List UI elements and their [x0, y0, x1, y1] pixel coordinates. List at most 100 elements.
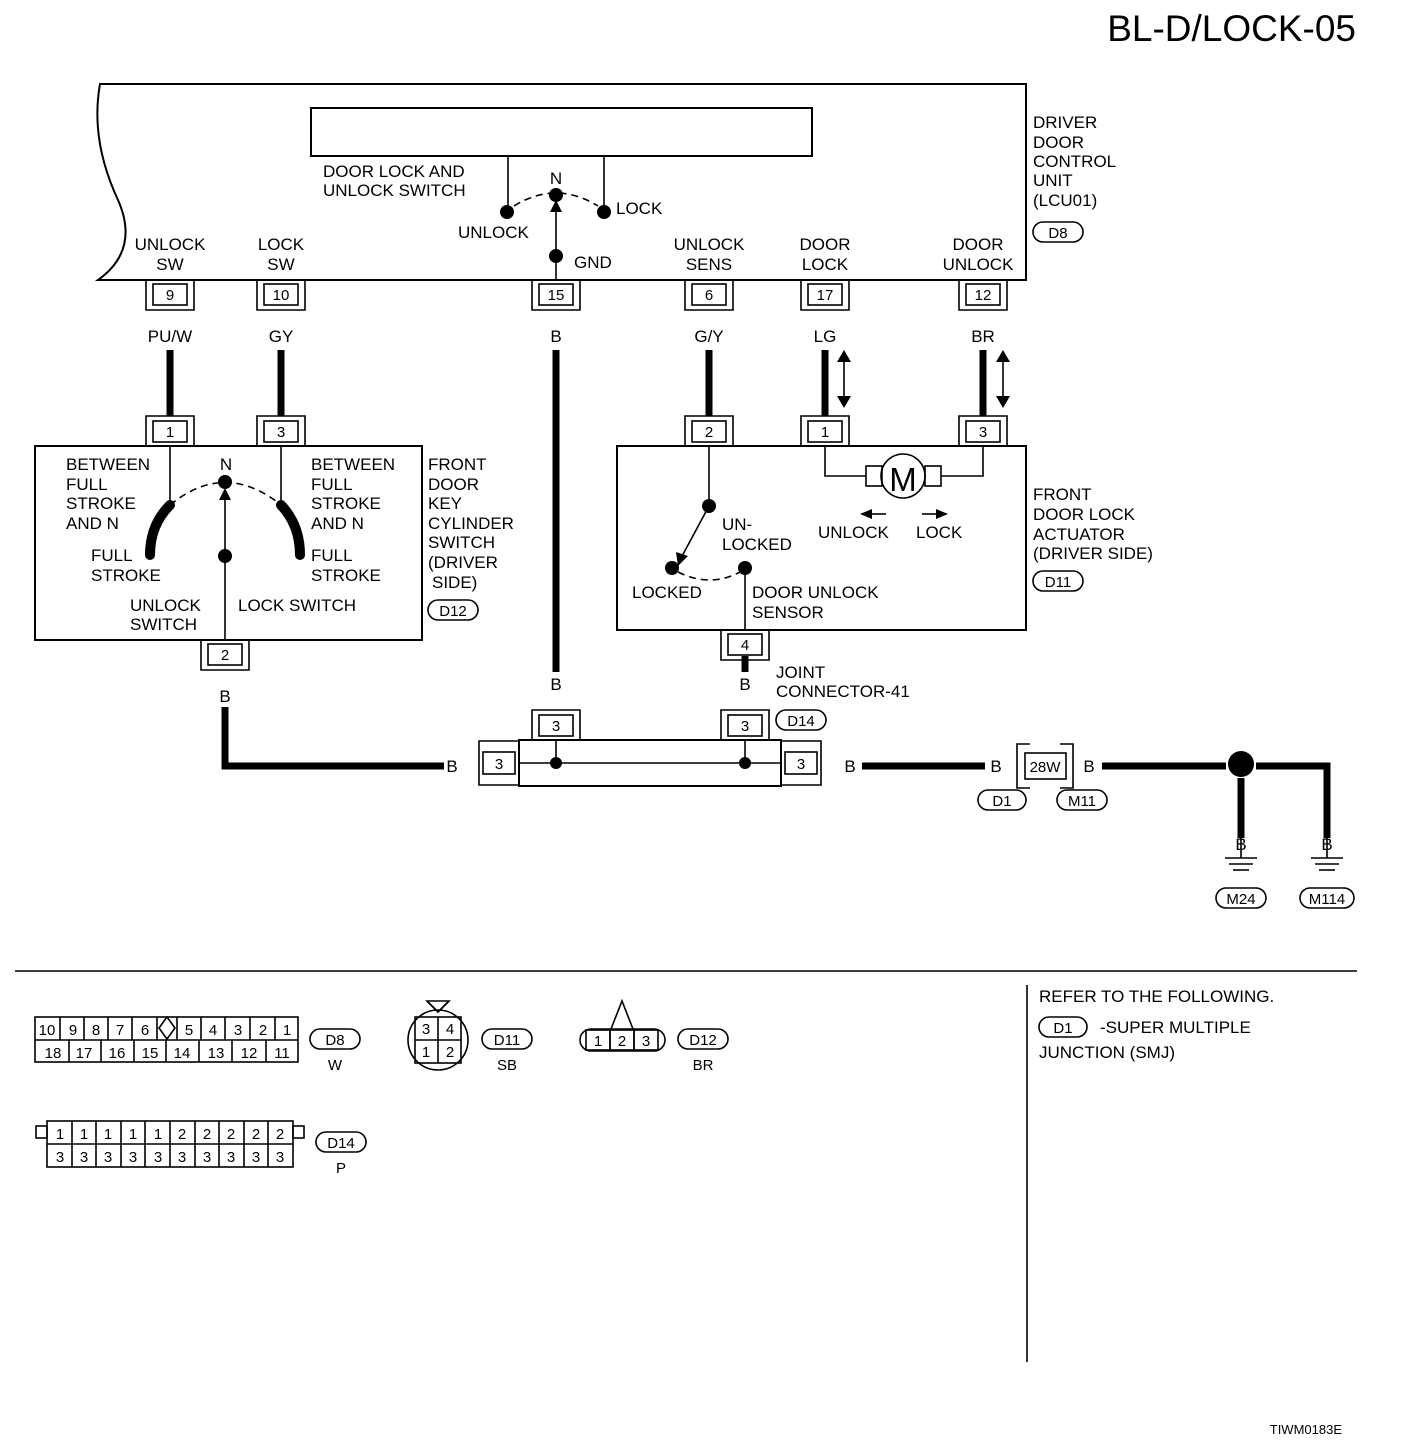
svg-text:D14: D14 — [327, 1135, 355, 1152]
svg-text:4: 4 — [209, 1022, 217, 1039]
svg-text:3: 3 — [234, 1022, 242, 1039]
svg-text:3: 3 — [495, 756, 503, 773]
svg-text:M: M — [889, 461, 917, 498]
svg-text:JUNCTION (SMJ): JUNCTION (SMJ) — [1039, 1043, 1175, 1062]
svg-text:B: B — [219, 687, 230, 706]
svg-text:1: 1 — [166, 424, 174, 441]
svg-text:SWITCH: SWITCH — [130, 615, 197, 634]
svg-text:1: 1 — [80, 1126, 88, 1143]
svg-text:N: N — [220, 455, 232, 474]
svg-text:3: 3 — [154, 1149, 162, 1166]
svg-text:D8: D8 — [1048, 225, 1067, 242]
svg-text:B: B — [844, 757, 855, 776]
svg-text:DOOR UNLOCK: DOOR UNLOCK — [752, 583, 879, 602]
svg-text:10: 10 — [39, 1022, 56, 1039]
svg-text:DOOR LOCK: DOOR LOCK — [1033, 505, 1136, 524]
svg-text:14: 14 — [174, 1045, 191, 1062]
svg-text:2: 2 — [618, 1033, 626, 1050]
svg-text:12: 12 — [241, 1045, 258, 1062]
svg-text:N: N — [550, 169, 562, 188]
svg-text:UNLOCK: UNLOCK — [674, 235, 746, 254]
actuator-motor: M UNLOCK LOCK — [818, 446, 984, 542]
svg-text:FULL: FULL — [66, 475, 108, 494]
svg-text:G/Y: G/Y — [694, 327, 723, 346]
svg-text:BR: BR — [693, 1057, 714, 1074]
svg-text:2: 2 — [446, 1044, 454, 1061]
svg-text:1: 1 — [129, 1126, 137, 1143]
svg-text:M11: M11 — [1068, 793, 1096, 810]
svg-text:FULL: FULL — [311, 475, 353, 494]
svg-text:1: 1 — [594, 1033, 602, 1050]
svg-text:3: 3 — [203, 1149, 211, 1166]
unit-connector-pins: 9 10 15 6 17 12 — [145, 280, 1008, 311]
svg-text:STROKE: STROKE — [91, 566, 161, 585]
svg-text:B: B — [446, 757, 457, 776]
svg-text:REFER TO THE FOLLOWING.: REFER TO THE FOLLOWING. — [1039, 987, 1274, 1006]
svg-text:18: 18 — [45, 1045, 62, 1062]
driver-unit-label: DRIVER DOOR CONTROL UNIT (LCU01) — [1033, 113, 1116, 210]
svg-text:SW: SW — [267, 255, 294, 274]
connector-tag-d8: D8 — [1032, 221, 1084, 243]
svg-text:2: 2 — [705, 424, 713, 441]
svg-text:CYLINDER: CYLINDER — [428, 514, 514, 533]
actuator-box — [616, 445, 1027, 631]
svg-text:D1: D1 — [1053, 1020, 1072, 1037]
svg-text:LOCK: LOCK — [616, 199, 663, 218]
svg-text:GND: GND — [574, 253, 612, 272]
key-switch-box — [34, 445, 423, 641]
svg-text:LG: LG — [814, 327, 837, 346]
svg-text:(LCU01): (LCU01) — [1033, 191, 1097, 210]
svg-text:B: B — [1083, 757, 1094, 776]
svg-text:3: 3 — [979, 424, 987, 441]
svg-text:SW: SW — [156, 255, 183, 274]
key-switch-pins: 1 3 2 — [145, 415, 306, 671]
svg-text:UNLOCK: UNLOCK — [818, 523, 890, 542]
svg-text:17: 17 — [817, 287, 834, 304]
svg-text:STROKE: STROKE — [311, 494, 381, 513]
svg-text:3: 3 — [178, 1149, 186, 1166]
bidirectional-arrows — [837, 350, 1010, 408]
terminal-labels: UNLOCK SW LOCK SW UNLOCK SENS DOOR LOCK … — [135, 235, 1015, 274]
svg-text:4: 4 — [446, 1021, 454, 1038]
actuator-pins: 2 1 3 4 — [684, 415, 1008, 661]
svg-text:2: 2 — [203, 1126, 211, 1143]
svg-text:M114: M114 — [1309, 891, 1345, 908]
door-unlock-sensor: UN- LOCKED LOCKED DOOR UNLOCK SENSOR — [632, 446, 879, 630]
svg-text:LOCK: LOCK — [802, 255, 849, 274]
wires — [166, 350, 1331, 838]
svg-text:DOOR LOCK AND: DOOR LOCK AND — [323, 162, 465, 181]
svg-text:B: B — [990, 757, 1001, 776]
svg-text:3: 3 — [552, 718, 560, 735]
svg-text:2: 2 — [178, 1126, 186, 1143]
d8-bottom-row: 18 17 16 15 14 13 12 11 — [45, 1045, 290, 1062]
svg-text:ACTUATOR: ACTUATOR — [1033, 525, 1125, 544]
svg-text:UNLOCK: UNLOCK — [943, 255, 1015, 274]
svg-text:BETWEEN: BETWEEN — [311, 455, 395, 474]
svg-text:3: 3 — [422, 1021, 430, 1038]
svg-text:UNLOCK SWITCH: UNLOCK SWITCH — [323, 181, 466, 200]
svg-text:3: 3 — [797, 756, 805, 773]
svg-text:UNLOCK: UNLOCK — [458, 223, 530, 242]
svg-text:DOOR: DOOR — [800, 235, 851, 254]
svg-text:SWITCH: SWITCH — [428, 533, 495, 552]
figure-code: TIWM0183E — [1270, 1422, 1343, 1437]
svg-text:DOOR: DOOR — [953, 235, 1004, 254]
svg-text:FULL: FULL — [311, 546, 353, 565]
svg-text:UN-: UN- — [722, 515, 752, 534]
svg-text:(DRIVER SIDE): (DRIVER SIDE) — [1033, 544, 1153, 563]
driver-unit-box — [94, 83, 1027, 281]
smj-junction: B 28W B D1 M11 — [977, 743, 1108, 811]
svg-text:JOINT: JOINT — [776, 663, 825, 682]
svg-text:3: 3 — [227, 1149, 235, 1166]
svg-text:W: W — [328, 1057, 343, 1074]
svg-text:D12: D12 — [689, 1032, 717, 1049]
svg-text:1: 1 — [154, 1126, 162, 1143]
svg-text:2: 2 — [259, 1022, 267, 1039]
svg-text:DOOR: DOOR — [1033, 133, 1084, 152]
svg-text:4: 4 — [741, 637, 749, 654]
svg-text:6: 6 — [705, 287, 713, 304]
svg-text:UNLOCK: UNLOCK — [130, 596, 202, 615]
svg-text:1: 1 — [422, 1044, 430, 1061]
svg-text:GY: GY — [269, 327, 294, 346]
wire-color-labels: PU/W GY B G/Y LG BR — [148, 327, 995, 346]
